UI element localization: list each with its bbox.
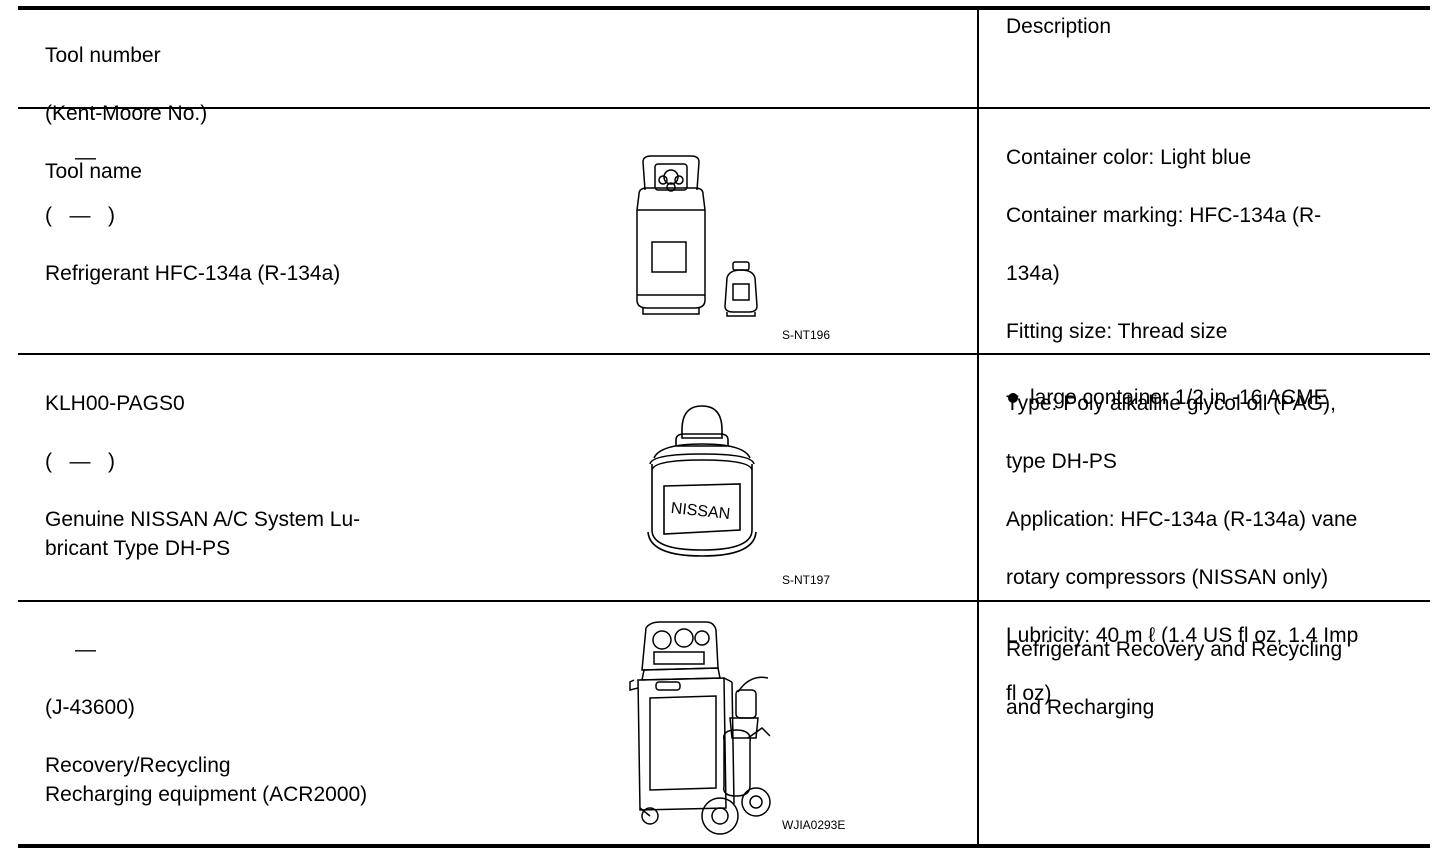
description-line: rotary compressors (NISSAN only) [1006, 566, 1329, 589]
description-line: and Recharging [1006, 696, 1155, 719]
row-divider [18, 353, 1430, 355]
description-line: Type: Poly alkaline glycol oil (PAG), [1006, 392, 1336, 415]
header-kent-moore: (Kent-Moore No.) [45, 102, 208, 125]
row-1-description: Container color: Light blue Container ma… [1006, 114, 1328, 441]
table-top-rule [18, 6, 1430, 10]
table-bottom-rule [18, 844, 1430, 848]
header-bottom-rule [18, 107, 1430, 109]
can-label-text: NISSAN [670, 500, 731, 523]
description-line: type DH-PS [1006, 450, 1117, 473]
kent-moore-number: ( — ) [45, 204, 115, 227]
description-line: Container marking: HFC-134a (R- [1006, 204, 1322, 227]
row-1-tool-cell: — ( — ) Refrigerant HFC-134a (R-134a) [45, 114, 340, 317]
refrigerant-containers-icon [636, 155, 758, 317]
row-divider [18, 600, 1430, 602]
kent-moore-number: (J-43600) [45, 696, 135, 719]
tool-name: Genuine NISSAN A/C System Lu- bricant Ty… [45, 508, 361, 560]
header-tool-number: Tool number [45, 44, 161, 67]
description-line: Refrigerant Recovery and Recycling [1006, 638, 1343, 661]
kent-moore-number: ( — ) [45, 450, 115, 473]
description-line: Application: HFC-134a (R-134a) vane [1006, 508, 1358, 531]
description-line: Container color: Light blue [1006, 146, 1252, 169]
description-line: fl oz) [1006, 682, 1052, 705]
row-2-description: Type: Poly alkaline glycol oil (PAG), ty… [1006, 360, 1358, 737]
bullet-icon [1008, 392, 1018, 403]
bullet-text: large container 1/2 in -16 ACME [1030, 386, 1328, 409]
tool-name: Recovery/Recycling Recharging equipment … [45, 754, 368, 806]
tool-name: Refrigerant HFC-134a (R-134a) [45, 262, 341, 285]
description-line: 134a) [1006, 262, 1060, 285]
tool-number: — [75, 146, 96, 169]
lubricant-can-icon: NISSAN [647, 405, 757, 557]
figure-code: S-NT197 [782, 573, 831, 587]
row-3-tool-cell: — (J-43600) Recovery/Recycling Rechargin… [45, 606, 367, 838]
description-line: Fitting size: Thread size [1006, 320, 1228, 343]
tool-number: KLH00-PAGS0 [45, 392, 185, 415]
description-bullet-item: large container 1/2 in -16 ACME [1006, 383, 1328, 412]
header-tool-name: Tool name [45, 160, 142, 183]
header-description: Description [1006, 15, 1112, 38]
figure-code: S-NT196 [782, 328, 831, 342]
header-tool-column: Tool number (Kent-Moore No.) Tool name [45, 12, 207, 215]
description-line: Lubricity: 40 m ℓ (1.4 US fl oz, 1.4 Imp [1006, 624, 1359, 647]
tool-number: — [75, 638, 96, 661]
row-2-tool-cell: KLH00-PAGS0 ( — ) Genuine NISSAN A/C Sys… [45, 360, 360, 592]
column-divider [977, 8, 979, 846]
recovery-recycling-machine-icon [629, 621, 771, 835]
figure-code: WJIA0293E [782, 818, 846, 832]
row-3-description: Refrigerant Recovery and Recycling and R… [1006, 606, 1342, 751]
